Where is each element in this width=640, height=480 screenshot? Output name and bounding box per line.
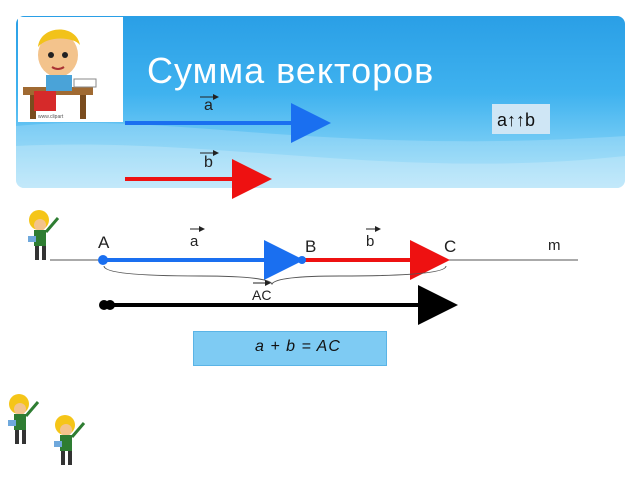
line-m-label: m [548, 237, 561, 254]
point-c-label: C [444, 237, 457, 256]
brace-ac [103, 265, 447, 286]
student-clipart: www.clipart [18, 17, 123, 122]
parallel-notation: a↑↑b [497, 110, 536, 130]
point-b-label: B [305, 237, 317, 256]
vector-b-label: b [204, 154, 213, 171]
slide-title: Сумма векторов [147, 50, 435, 91]
parallel-notation-box [492, 104, 550, 134]
point-b-dot [298, 256, 306, 264]
segment-b-label: b [366, 233, 375, 250]
vector-sum-equation: a + b = AC [255, 338, 341, 355]
worker-clipart-2 [8, 394, 40, 444]
point-a-label: A [98, 233, 110, 252]
segment-a-label: a [190, 233, 199, 250]
vector-a-label: a [204, 97, 213, 114]
worker-clipart-1 [28, 210, 60, 260]
svg-text:www.clipart: www.clipart [38, 114, 64, 120]
equation-box [193, 331, 387, 366]
worker-clipart-3 [54, 415, 86, 465]
brace-ac-label: AC [252, 287, 272, 303]
point-a-dot [98, 255, 108, 265]
